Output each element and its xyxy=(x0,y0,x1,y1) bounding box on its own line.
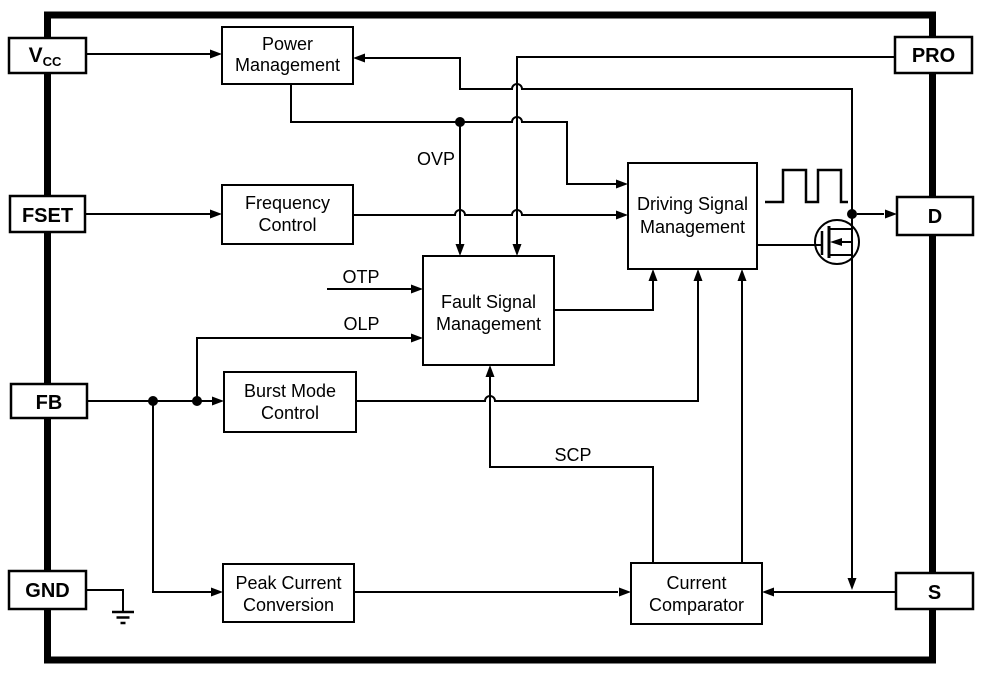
pin-box xyxy=(894,571,975,611)
block-box xyxy=(627,162,758,270)
block-label: Frequency xyxy=(245,193,330,213)
wire-fb-olp-to-fault xyxy=(196,337,412,401)
block-power-management: Power Management xyxy=(221,26,354,85)
block-label: Power xyxy=(262,34,313,54)
block-label: Driving Signal xyxy=(637,194,748,214)
ground-stub xyxy=(86,589,124,611)
arrowhead-icon xyxy=(762,587,774,597)
mosfet-icon xyxy=(814,219,860,265)
block-box xyxy=(221,26,354,85)
arrowhead-icon xyxy=(210,49,222,59)
arrowhead-icon xyxy=(648,269,658,281)
mosfet-body-arrow xyxy=(830,238,842,246)
wire-fault-to-driving xyxy=(554,281,654,311)
pin-label: PRO xyxy=(912,45,955,67)
signal-label-ovp: OVP xyxy=(417,149,455,169)
arrowhead-icon xyxy=(885,209,897,219)
arrowhead-icon xyxy=(455,244,465,256)
block-label: Fault Signal xyxy=(441,292,536,312)
signal-label-olp: OLP xyxy=(343,314,379,334)
ground-bars xyxy=(112,610,134,625)
block-box xyxy=(221,184,354,245)
arrowhead-icon xyxy=(411,284,423,294)
arrowhead-icon xyxy=(211,587,223,597)
signal-label-otp: OTP xyxy=(342,267,379,287)
pin-d: D xyxy=(895,195,975,237)
pin-label: D xyxy=(928,206,942,228)
signal-label-scp: SCP xyxy=(554,445,591,465)
block-label: Comparator xyxy=(649,595,744,615)
block-peak-current-conversion: Peak Current Conversion xyxy=(222,563,355,623)
arrowhead-icon xyxy=(353,53,365,63)
block-label: Peak Current xyxy=(235,573,341,593)
wire-power-management-to-driving xyxy=(290,84,617,185)
pin-box xyxy=(8,194,87,234)
pin-gnd: GND xyxy=(7,569,88,611)
arrowhead-icon xyxy=(212,396,224,406)
block-label: Management xyxy=(235,55,340,75)
chip-boundary xyxy=(44,11,936,664)
pin-s: S xyxy=(894,571,975,611)
wires xyxy=(85,53,896,593)
pin-fb: FB xyxy=(9,382,89,420)
block-label: Burst Mode xyxy=(244,381,336,401)
pin-box xyxy=(893,35,974,75)
wire-frequency-control-to-driving xyxy=(353,209,617,216)
pin-box xyxy=(9,382,89,420)
block-box xyxy=(223,371,357,433)
wire-fb-to-peak-current xyxy=(152,401,212,593)
arrowhead-icon xyxy=(616,210,628,220)
junction-dot xyxy=(192,396,202,406)
block-frequency-control: Frequency Control xyxy=(221,184,354,245)
wire-drain-feedback-to-power-management xyxy=(364,57,853,214)
ground-icon xyxy=(86,589,134,625)
pin-label: S xyxy=(928,582,941,604)
arrowhead-icon xyxy=(411,333,423,343)
block-label: Management xyxy=(640,217,745,237)
mosfet-body-circle xyxy=(814,219,860,265)
junction-dot xyxy=(148,396,158,406)
block-box xyxy=(422,255,555,366)
wire-pro-to-fault xyxy=(516,56,895,245)
arrowhead-icon xyxy=(847,578,857,590)
pin-box xyxy=(7,569,88,611)
arrowhead-icon xyxy=(210,209,222,219)
pin-label-main: V xyxy=(29,44,43,67)
block-fault-signal-management: Fault Signal Management xyxy=(422,255,555,366)
block-label: Management xyxy=(436,314,541,334)
block-driving-signal-management: Driving Signal Management xyxy=(627,162,758,270)
arrowhead-icon xyxy=(485,365,495,377)
block-burst-mode-control: Burst Mode Control xyxy=(223,371,357,433)
arrowhead-icon xyxy=(737,269,747,281)
pin-label-subscript: CC xyxy=(43,54,62,69)
arrowheads xyxy=(210,49,897,597)
junction-dot xyxy=(455,117,465,127)
block-box xyxy=(222,563,355,623)
pin-box xyxy=(7,36,88,75)
block-label: Control xyxy=(258,215,316,235)
wire-scp-to-fault xyxy=(489,377,654,563)
pin-label: FSET xyxy=(22,205,73,227)
arrowhead-icon xyxy=(619,587,631,597)
block-label: Conversion xyxy=(243,595,334,615)
junction-dot xyxy=(847,209,857,219)
pin-pro: PRO xyxy=(893,35,974,75)
pin-label: VCC xyxy=(29,44,62,69)
arrowhead-icon xyxy=(616,179,628,189)
arrowhead-icon xyxy=(512,244,522,256)
pin-box xyxy=(895,195,975,237)
pin-vcc: VCC xyxy=(7,36,88,75)
pin-label: FB xyxy=(36,392,63,414)
junction-dots xyxy=(148,117,857,406)
block-label: Control xyxy=(261,403,319,423)
pin-fset: FSET xyxy=(8,194,87,234)
arrowhead-icon xyxy=(693,269,703,281)
block-current-comparator: Current Comparator xyxy=(630,562,763,625)
block-label: Current xyxy=(666,573,726,593)
block-box xyxy=(630,562,763,625)
pin-label: GND xyxy=(25,580,69,602)
pwm-waveform-icon xyxy=(765,168,848,204)
